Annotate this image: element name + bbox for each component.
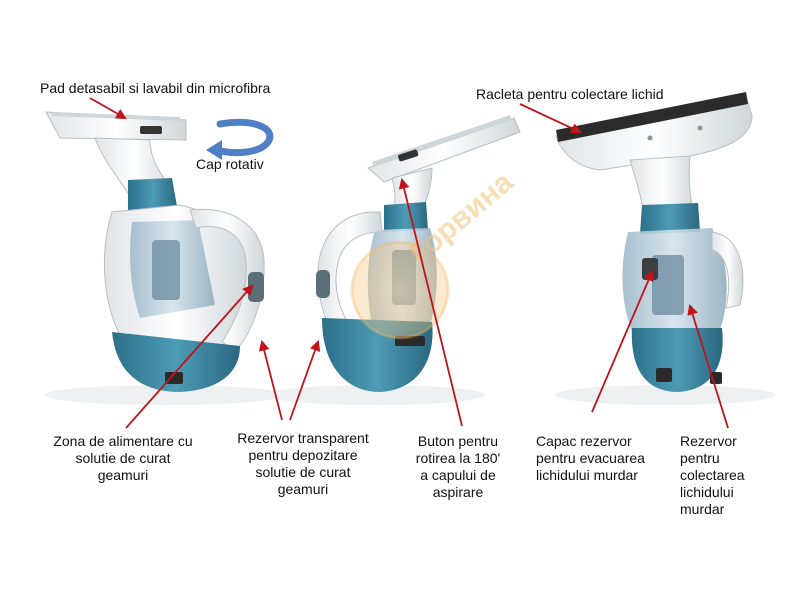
arrow-racleta bbox=[519, 103, 582, 134]
arrow-buton bbox=[398, 177, 463, 427]
label-cap-rotativ: Cap rotativ bbox=[196, 156, 264, 172]
arrow-rezervor-2 bbox=[687, 303, 729, 429]
label-rezervor-colectare: Rezervor pentru colectarea lichidului mu… bbox=[680, 433, 745, 517]
arrow-capac bbox=[591, 270, 654, 413]
label-zona-alimentare: Zona de alimentare cu solutie de curat g… bbox=[53, 433, 193, 483]
arrow-zona bbox=[125, 284, 254, 429]
arrow-rezervor-1a bbox=[258, 339, 283, 421]
label-pad-microfibra: Pad detasabil si lavabil din microfibra bbox=[40, 80, 271, 96]
vacuum-device-right bbox=[555, 92, 753, 392]
rotate-arrow-icon bbox=[206, 118, 274, 160]
label-racleta: Racleta pentru colectare lichid bbox=[476, 86, 664, 102]
label-capac-rezervor: Capac rezervor pentru evacuarea lichidul… bbox=[536, 433, 645, 483]
arrow-pad bbox=[89, 97, 127, 120]
callout-arrows bbox=[89, 97, 729, 429]
watermark-logo-icon: Горвина bbox=[350, 165, 520, 340]
arrow-rezervor-1b bbox=[289, 339, 321, 421]
label-buton-rotire: Buton pentru rotirea la 180' a capului d… bbox=[415, 433, 501, 500]
label-rezervor-transparent: Rezervor transparent pentru depozitare s… bbox=[237, 430, 369, 497]
